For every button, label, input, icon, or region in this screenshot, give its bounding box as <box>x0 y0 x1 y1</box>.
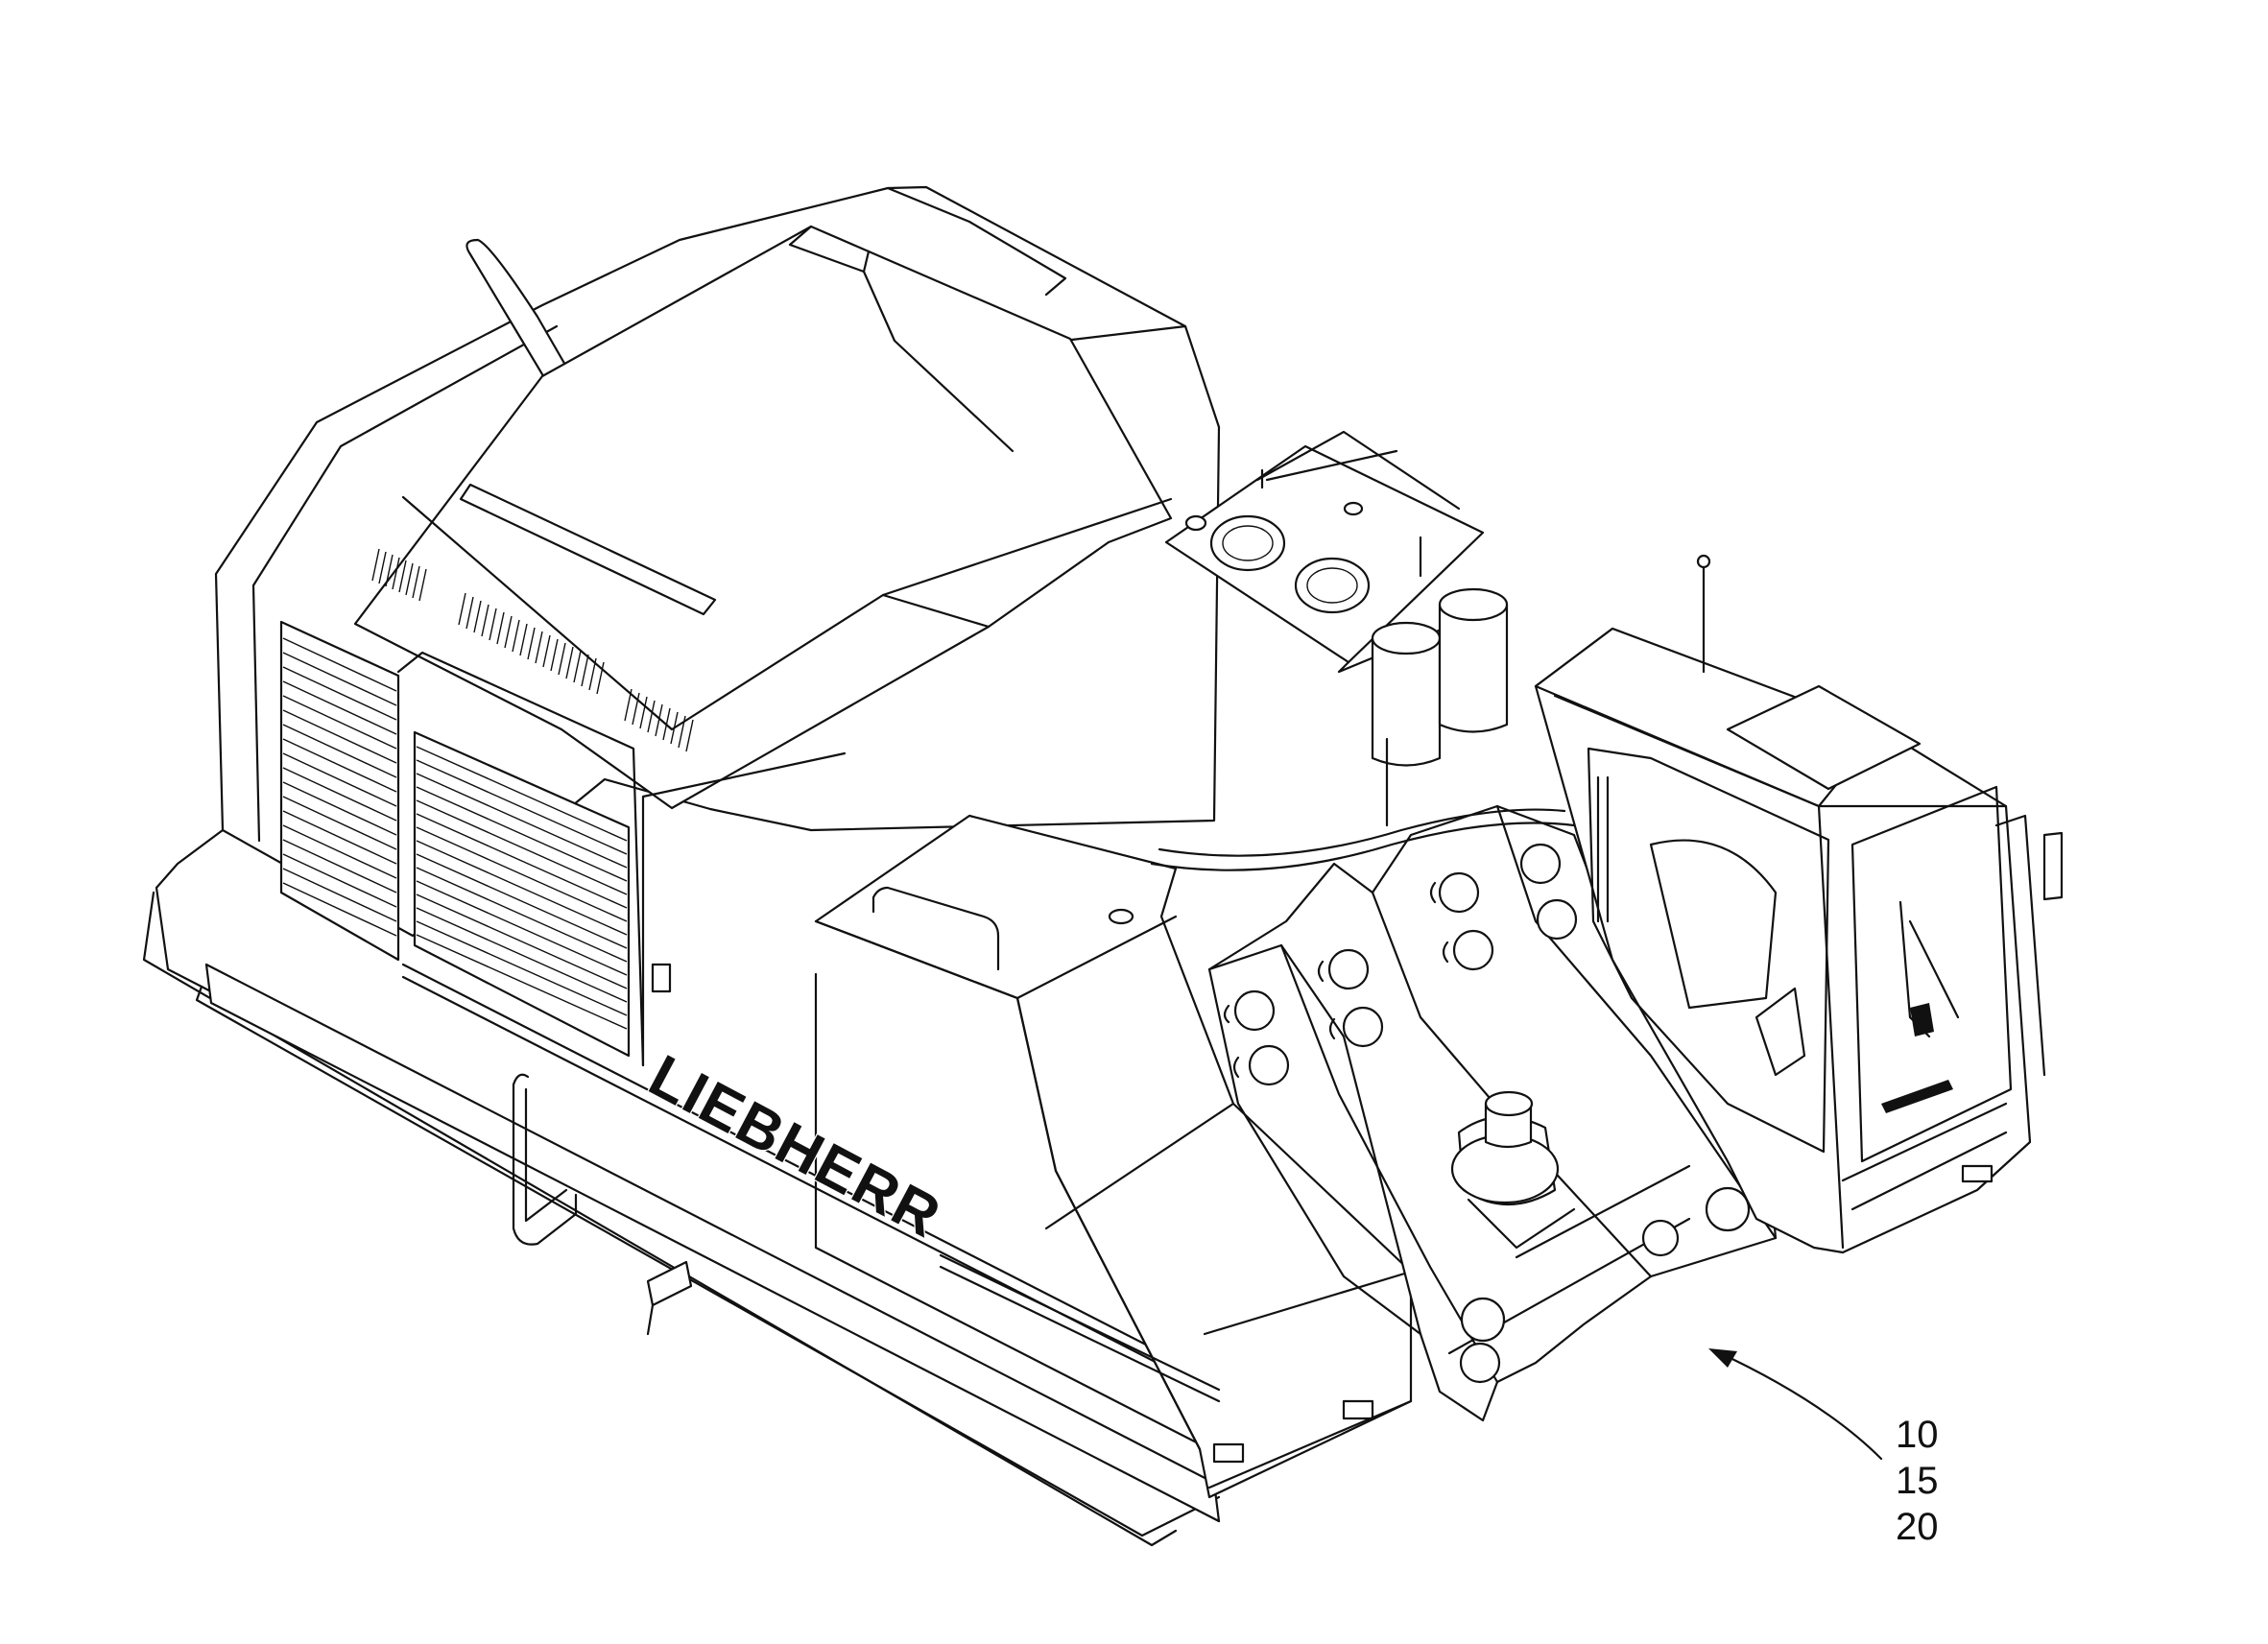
roof-hatch <box>1726 684 1922 791</box>
fuel-cap <box>1209 514 1286 572</box>
exhaust-pipe <box>466 238 568 381</box>
engine-hood <box>353 225 1173 810</box>
boom-pin-left <box>1460 1297 1506 1343</box>
cab-side-window <box>1587 747 1830 1154</box>
pin-hole-3 <box>1327 948 1370 990</box>
boom-pin-left-lower <box>1459 1342 1501 1384</box>
rear-service-deck <box>1164 430 1485 674</box>
pin-hole-6 <box>1452 929 1494 971</box>
pin-hole-2 <box>1248 1044 1290 1086</box>
control-console <box>1755 987 1806 1077</box>
cab-front-window <box>1850 785 2013 1163</box>
reference-numeral-20: 20 <box>1896 1506 1939 1548</box>
pin-hole-5 <box>1438 871 1480 914</box>
pin-hole-7 <box>1519 843 1562 885</box>
operator-cab <box>1534 554 2064 1254</box>
hood-vent-left <box>371 548 427 602</box>
hydraulic-cap <box>1294 557 1371 614</box>
side-walkway <box>204 963 1221 1523</box>
leader-arrowhead <box>1708 1348 1737 1368</box>
pin-hole-1 <box>1233 989 1276 1032</box>
hood-vent-middle <box>458 592 605 695</box>
side-handrail-left <box>512 1073 578 1246</box>
tie-down-slot-1 <box>1212 1442 1245 1464</box>
boom-pin-mid <box>1641 1219 1680 1257</box>
reference-leader <box>1708 1348 1883 1461</box>
operator-seat <box>1649 839 1778 1010</box>
side-radiator-grille <box>279 620 400 962</box>
air-filter-canisters <box>1371 587 1509 827</box>
reference-numeral-10: 10 <box>1896 1414 1939 1456</box>
side-step-bracket <box>646 1260 693 1336</box>
reference-numeral-15: 15 <box>1896 1460 1939 1502</box>
tie-down-slot-2 <box>1342 1399 1374 1420</box>
door-latch <box>651 963 672 993</box>
boom-pin-right <box>1705 1186 1751 1232</box>
filler-cap <box>1108 908 1134 925</box>
hood-vent-right <box>624 688 694 752</box>
hood-trim-strip <box>459 483 717 616</box>
rear-view-mirror <box>2042 831 2064 901</box>
cab-step-slot <box>1961 1164 1993 1183</box>
antenna-tip <box>1696 554 1711 569</box>
pin-hole-8 <box>1536 898 1578 941</box>
pin-hole-4 <box>1342 1006 1384 1048</box>
side-engine-grille <box>396 651 672 1067</box>
joystick <box>1910 1003 1934 1036</box>
slewing-motor <box>1450 1090 1576 1250</box>
